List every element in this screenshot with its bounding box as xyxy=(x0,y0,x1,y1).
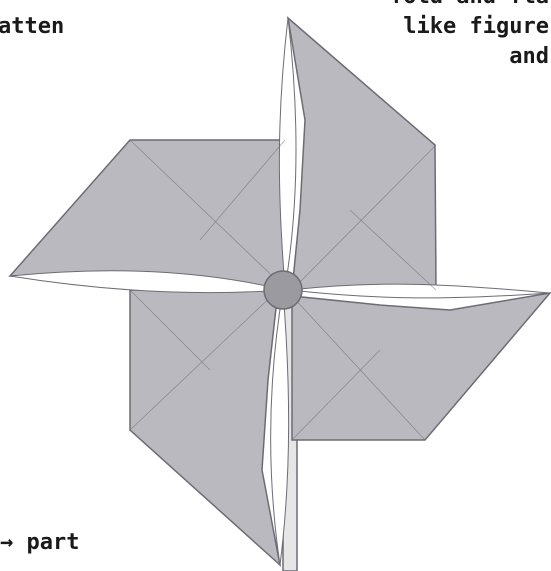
blade-slit-top xyxy=(279,18,296,288)
blade-bottom-right xyxy=(292,293,550,440)
blade-bottom-left xyxy=(130,290,280,565)
blade-top-right xyxy=(288,18,436,290)
blade-slit-right xyxy=(290,284,550,298)
blade-top-left xyxy=(10,140,285,288)
pinwheel-hub xyxy=(264,271,302,309)
